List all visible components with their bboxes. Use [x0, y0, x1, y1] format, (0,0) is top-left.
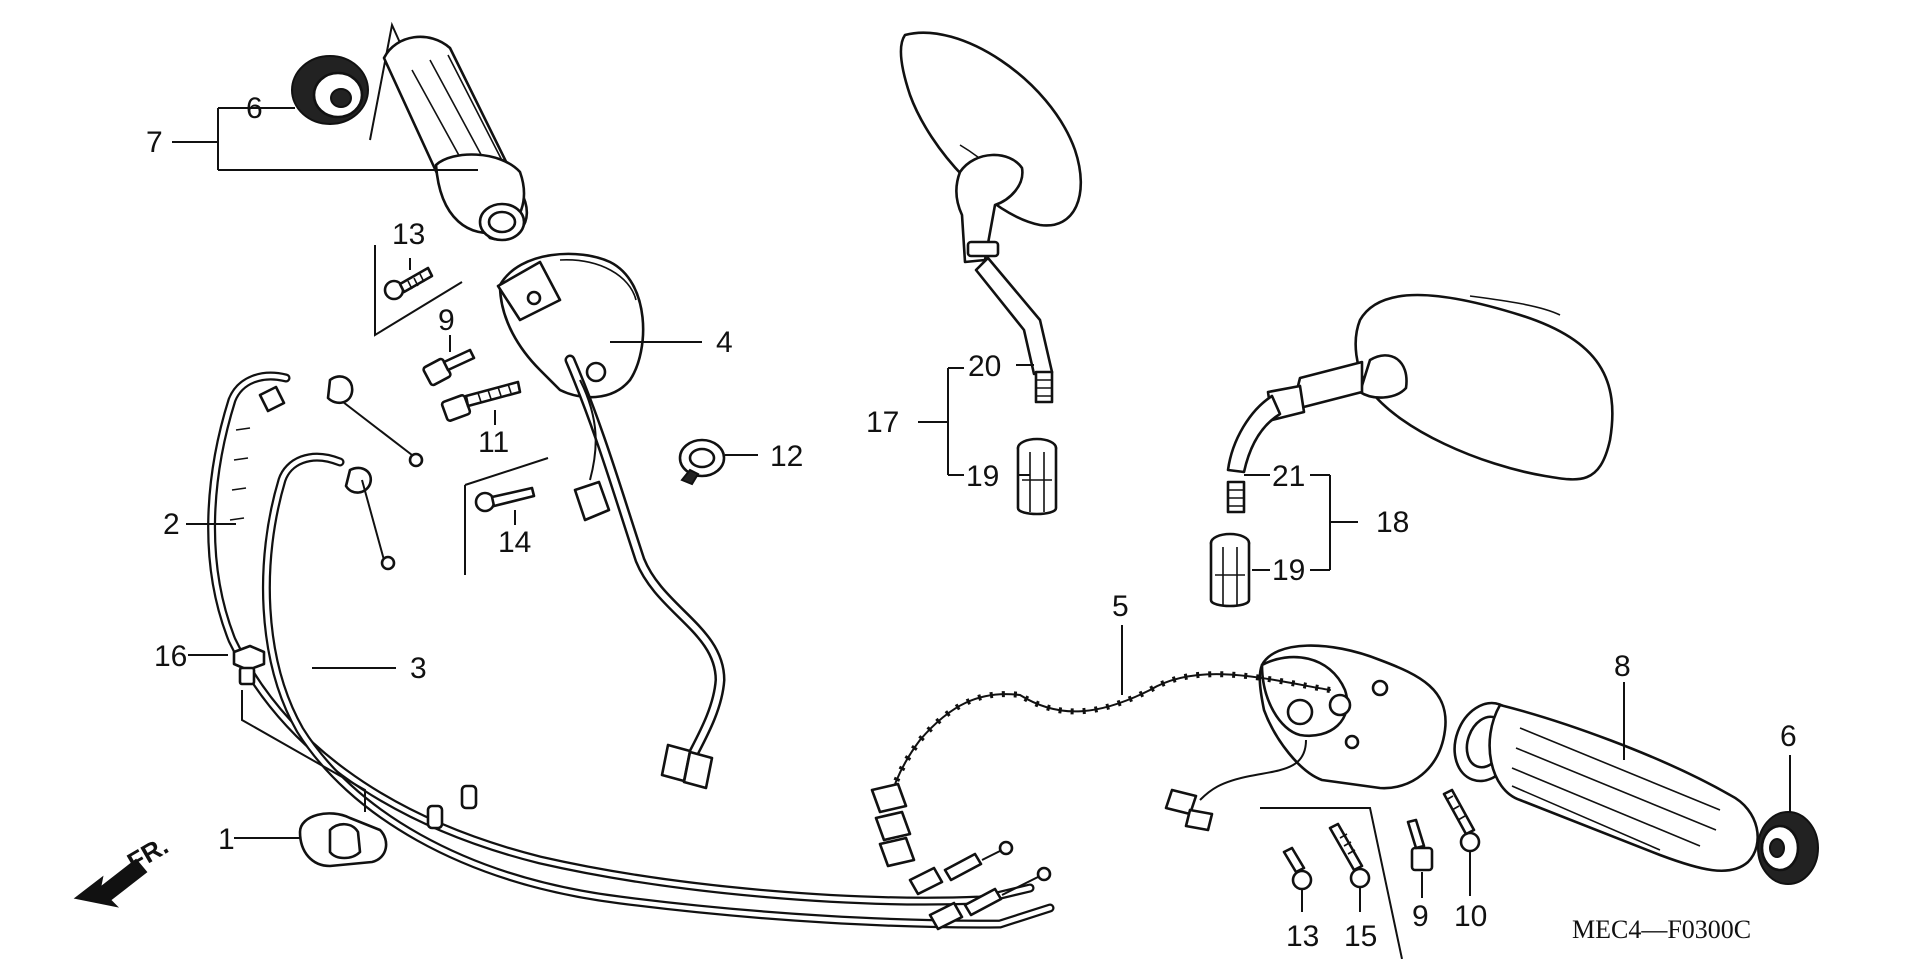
wire-band — [678, 438, 726, 486]
callout-11: 11 — [478, 426, 509, 459]
callout-20: 20 — [968, 350, 1001, 383]
callout-9b: 9 — [1412, 900, 1429, 933]
diagram-code: MEC4—F0300C — [1572, 915, 1751, 944]
callout-15: 15 — [1344, 920, 1377, 953]
callout-2: 2 — [163, 508, 180, 541]
callout-13a: 13 — [392, 218, 425, 251]
leader-lines — [172, 107, 1791, 912]
throttle-grip — [1453, 701, 1759, 873]
right-grip-weight — [1757, 811, 1819, 885]
callout-19b: 19 — [1272, 554, 1305, 587]
screw-14 — [474, 486, 536, 513]
callout-labels: 7 6 13 4 9 11 12 14 2 16 3 1 20 17 19 21… — [146, 92, 1797, 953]
callout-13b: 13 — [1286, 920, 1319, 953]
right-handlebar-switch — [870, 644, 1447, 868]
cable-holder — [298, 812, 388, 868]
callout-1: 1 — [218, 823, 235, 856]
left-mirror — [899, 31, 1083, 404]
front-direction-arrow-icon: FR. — [73, 830, 173, 908]
bolt-11 — [440, 380, 522, 422]
callout-6b: 6 — [1780, 720, 1797, 753]
bracket-line-right — [1260, 807, 1403, 959]
callout-12: 12 — [770, 440, 803, 473]
bracket-line-13 — [374, 245, 463, 337]
callout-3: 3 — [410, 652, 427, 685]
callout-18: 18 — [1376, 506, 1409, 539]
callout-19a: 19 — [966, 460, 999, 493]
callout-6a: 6 — [246, 92, 263, 125]
callout-21: 21 — [1272, 460, 1305, 493]
mirror-nut-19-right — [1209, 532, 1251, 608]
screw-15 — [1328, 822, 1371, 889]
callout-14: 14 — [498, 526, 531, 559]
screw-13-left — [383, 266, 434, 301]
bolt-to-holder-line — [241, 690, 366, 812]
mirror-nut-19-left — [1016, 437, 1058, 516]
bolt-9-left — [422, 348, 476, 387]
screw-13-right — [1282, 846, 1313, 891]
callout-10: 10 — [1454, 900, 1487, 933]
callout-17: 17 — [866, 406, 899, 439]
callout-7: 7 — [146, 126, 163, 159]
holder-bolt-16 — [232, 644, 266, 686]
callout-16: 16 — [154, 640, 187, 673]
left-grip — [382, 35, 528, 242]
right-mirror — [1226, 293, 1614, 514]
callout-4: 4 — [716, 326, 733, 359]
callout-5: 5 — [1112, 590, 1129, 623]
left-handlebar-switch — [496, 252, 726, 790]
throttle-cable-b — [261, 452, 1055, 931]
callout-9a: 9 — [438, 304, 455, 337]
left-grip-weight — [291, 55, 369, 125]
bolt-9-right — [1406, 818, 1434, 872]
screw-10 — [1442, 788, 1481, 853]
bracket-line-14 — [464, 457, 549, 575]
callout-8: 8 — [1614, 650, 1631, 683]
